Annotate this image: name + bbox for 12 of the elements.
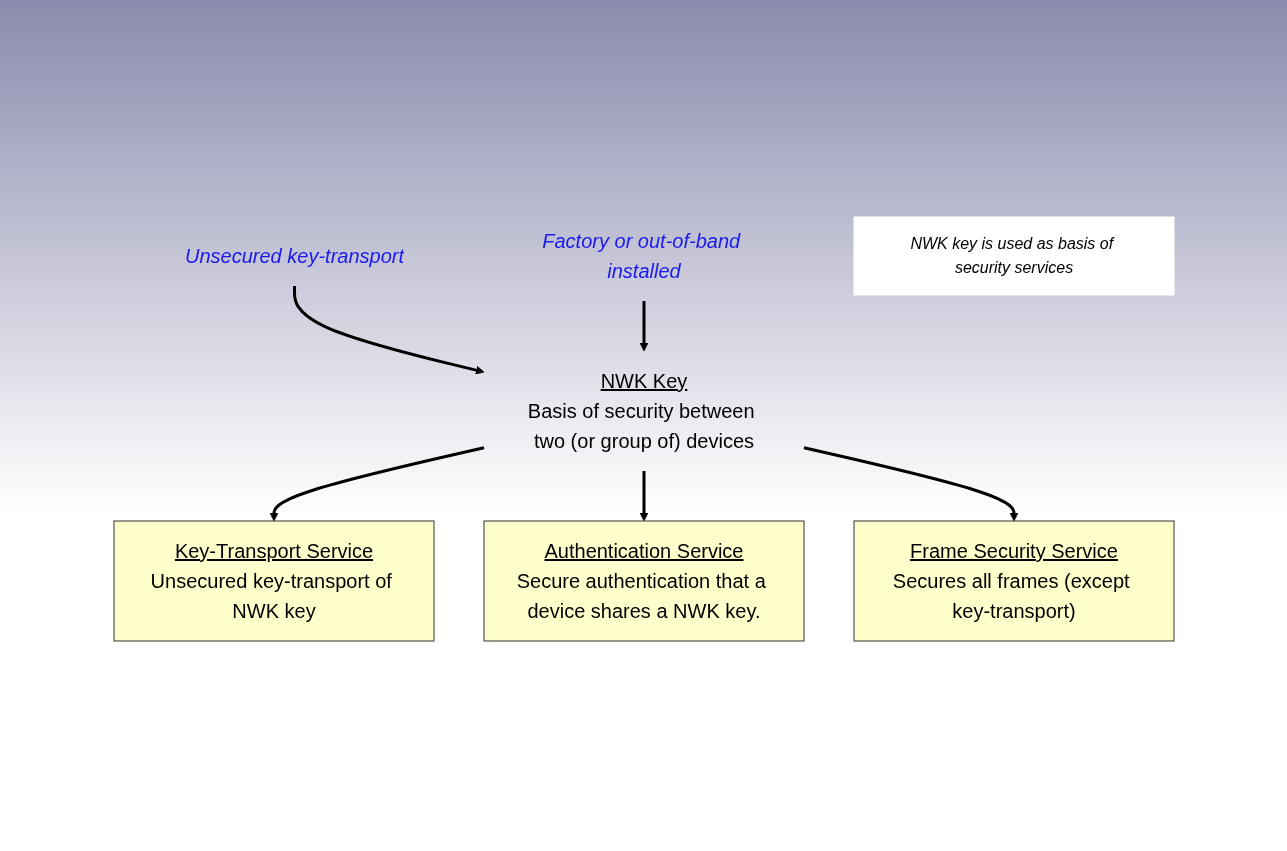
- node-box: Frame Security Service Secures all frames (except key-transport): [853, 520, 1174, 641]
- arrow: [639, 300, 648, 351]
- node-box: Key-Transport Service Unsecured key-transport of NWK key: [113, 520, 434, 641]
- node-text: Factory or out-of-band installed: [541, 229, 740, 282]
- arrow: [292, 285, 484, 374]
- node-text: Unsecured key-transport: [184, 244, 404, 267]
- arrow: [639, 470, 648, 521]
- arrow: [803, 445, 1018, 521]
- arrow: [269, 445, 484, 521]
- node-box: Authentication Service Secure authentication that a device shares a NWK key.: [483, 520, 804, 641]
- node-box: NWK key is used as basis of security services: [853, 216, 1174, 295]
- node-text: NWK Key Basis of security between two (or group of) devices: [527, 369, 755, 452]
